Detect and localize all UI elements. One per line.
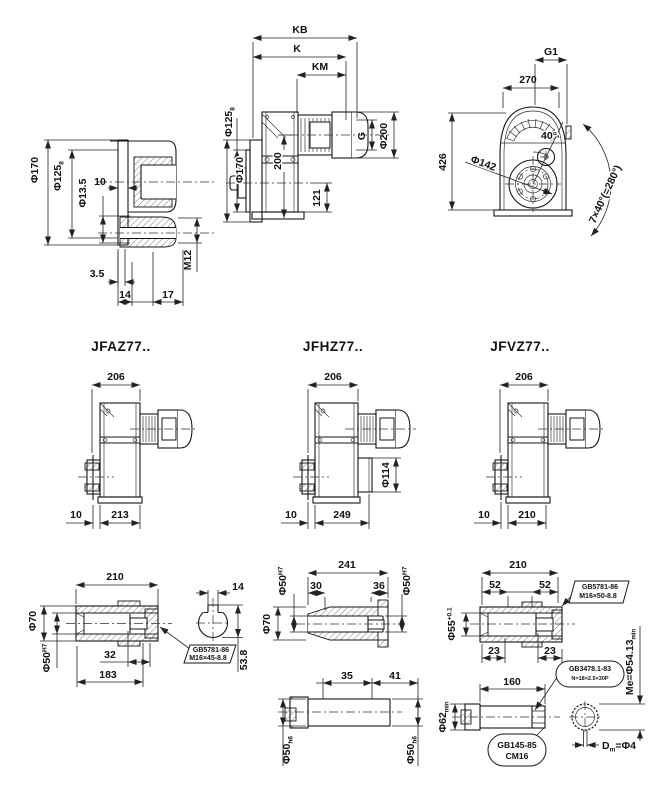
angle-40: 40° — [541, 130, 557, 142]
dim-key-53-8: 53.8 — [238, 650, 250, 671]
dim-offset-10-jfaz: 10 — [70, 509, 82, 521]
callout-spline-line1: GB3478.1-83 — [569, 666, 611, 673]
dim-bore-50h7: Φ50H7 — [41, 643, 53, 672]
flange-section-view: Φ170 Φ1258 Φ13.5 10 3.5 14 17 M12 — [29, 139, 215, 306]
dim-gap-3-5: 3.5 — [90, 268, 105, 280]
dim-183: 183 — [99, 669, 117, 681]
dim-w14: 14 — [119, 289, 131, 301]
dim-hub-62: Φ62min — [437, 701, 451, 732]
dim-hub-114: Φ114 — [380, 462, 392, 488]
title-jfhz: JFHZ77.. — [303, 339, 363, 354]
dim-len-213: 213 — [111, 509, 129, 521]
dim-35: 35 — [341, 670, 353, 682]
dim-spigot-125: Φ1258 — [52, 161, 66, 191]
dim-offset-10-jfhz: 10 — [285, 509, 297, 521]
dim-k: K — [293, 43, 301, 55]
dim-bore-50h7-left: Φ50H7 — [277, 566, 289, 595]
dim-od-170-front: Φ170 — [234, 157, 246, 183]
dim-52-b: 52 — [539, 579, 551, 591]
angle-280: 7×40°(=280°) — [587, 163, 624, 225]
dim-len-210: 210 — [518, 509, 536, 521]
dim-32: 32 — [104, 649, 116, 661]
dim-len-210-l: 210 — [106, 571, 124, 583]
dim-206-jfaz: 206 — [107, 371, 125, 383]
title-jfvz: JFVZ77.. — [490, 339, 550, 354]
dim-me: Me=Φ54.13min — [624, 629, 638, 696]
callout-bolt-right-line2: M16×50-8.8 — [579, 593, 617, 600]
dim-g1: G1 — [544, 46, 558, 58]
dim-dm: Dm=Φ4 — [602, 740, 636, 754]
side-view-jfvz: 206 10 210 — [474, 371, 606, 529]
callout-center-line2: CM16 — [506, 751, 529, 761]
dim-426: 426 — [437, 153, 449, 171]
callout-bolt-left-line2: M16×45-8.8 — [189, 655, 227, 662]
callout-center-hole — [487, 733, 547, 767]
dim-bolt-circle-142: Φ142 — [469, 154, 498, 174]
dim-g: G — [356, 132, 368, 140]
hollow-keyed-shaft-detail: 210 Φ70 Φ50H7 32 183 14 53.8 GB5781-86 M… — [27, 571, 250, 687]
dim-offset-10-jfvz: 10 — [478, 509, 490, 521]
dim-len-210-r: 210 — [509, 559, 527, 571]
dim-kb: KB — [292, 24, 308, 36]
callout-bolt-right-line1: GB5781-86 — [582, 584, 618, 591]
callout-bolt-right — [568, 580, 630, 604]
callout-bolt-left-line1: GB5781-86 — [193, 647, 229, 654]
dim-height-200: 200 — [272, 152, 284, 170]
side-view-jfaz: 206 10 213 — [66, 371, 198, 529]
gearhead-rear-view: 40° Φ142 G1 270 426 7×40°(=280°) — [437, 46, 626, 237]
dim-206-jfvz: 206 — [515, 371, 533, 383]
dim-41: 41 — [389, 670, 401, 682]
dim-od-70-mid: Φ70 — [261, 614, 273, 634]
dim-plate-10: 10 — [94, 176, 106, 188]
dim-motor-od-200: Φ200 — [378, 123, 390, 149]
callout-spline — [555, 660, 625, 688]
dim-30: 30 — [310, 580, 322, 592]
dim-23-a: 23 — [488, 645, 500, 657]
dim-206-jfhz: 206 — [324, 371, 342, 383]
dim-160: 160 — [503, 676, 521, 688]
dim-spigot-125-front: Φ1258 — [223, 107, 237, 137]
dim-52-a: 52 — [489, 579, 501, 591]
dim-height-121: 121 — [311, 189, 323, 207]
dim-36: 36 — [373, 580, 385, 592]
dim-km: KM — [312, 61, 329, 73]
callout-bolt-left — [183, 644, 237, 664]
dim-journal-50h6-left: Φ50h6 — [281, 736, 295, 764]
dim-journal-50h6-right: Φ50h6 — [405, 736, 419, 764]
shrink-disc-shaft-detail: 241 30 36 Φ70 Φ50H7 Φ50H7 35 41 Φ50h6 Φ5… — [261, 559, 423, 766]
dim-23-b: 23 — [544, 645, 556, 657]
title-jfaz: JFAZ77.. — [91, 339, 151, 354]
dim-bore-55: Φ55+0.1 — [446, 607, 458, 641]
dim-od-170: Φ170 — [29, 157, 41, 183]
dim-len-241: 241 — [338, 559, 356, 571]
callout-center-line1: GB145-85 — [497, 740, 536, 750]
splined-shaft-detail: 210 52 52 Φ55+0.1 23 23 GB5781-86 M16×50… — [437, 559, 645, 767]
callout-spline-line2: N=18×2.5×30P — [571, 676, 608, 682]
gearhead-front-view: KB K KM G Φ200 200 121 Φ1258 Φ170 — [222, 24, 399, 223]
dim-key-14: 14 — [232, 581, 244, 593]
dim-bore-50h7-right: Φ50H7 — [401, 566, 413, 595]
dim-hole-13-5: Φ13.5 — [77, 178, 89, 207]
thread-m12: M12 — [182, 250, 194, 271]
dim-od-70: Φ70 — [27, 611, 39, 631]
dim-len-249: 249 — [333, 509, 351, 521]
side-view-jfhz: Φ114 206 10 249 — [281, 371, 416, 529]
dim-w17: 17 — [162, 289, 174, 301]
dim-270: 270 — [519, 74, 537, 86]
